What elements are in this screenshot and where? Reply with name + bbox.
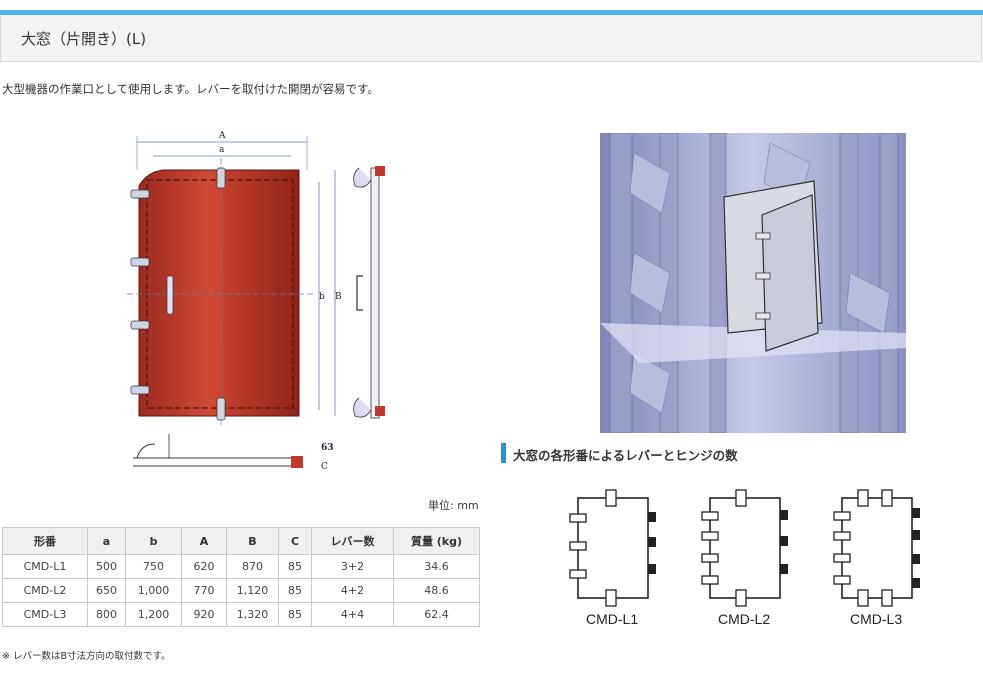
product-render-image: [600, 133, 906, 433]
cell: 870: [226, 554, 279, 579]
model-label-l3: CMD-L3: [850, 611, 902, 627]
cell-model: CMD-L3: [2, 602, 88, 627]
col-header: C: [278, 527, 312, 555]
cell: 770: [181, 578, 227, 603]
cell: 920: [181, 602, 227, 627]
cell-model: CMD-L1: [2, 554, 88, 579]
unit-label: 単位: mm: [428, 499, 479, 512]
col-header: レバー数: [311, 527, 394, 555]
model-label-l2: CMD-L2: [718, 611, 770, 627]
table-row: CMD-L2 650 1,000 770 1,120 85 4+2 48.6: [2, 578, 480, 603]
cell: 500: [87, 554, 126, 579]
cell: 48.6: [393, 578, 480, 603]
cell: 85: [278, 602, 312, 627]
cell: 3+2: [311, 554, 394, 579]
cell: 650: [87, 578, 126, 603]
spec-table: 形番 a b A B C レバー数 質量 (kg) CMD-L1 500 750…: [2, 527, 480, 627]
page-description: 大型機器の作業口として使用します。レバーを取付けた開閉が容易です。: [2, 82, 379, 96]
subsection-title: 大窓の各形番によるレバーとヒンジの数: [513, 448, 738, 463]
cell: 1,320: [226, 602, 279, 627]
cell: 62.4: [393, 602, 480, 627]
table-row: CMD-L1 500 750 620 870 85 3+2 34.6: [2, 554, 480, 579]
dim-63-label: 63: [321, 443, 334, 453]
cell: 800: [87, 602, 126, 627]
lever-hinge-diagram: CMD-L1 CMD-L2 CMD-L3: [569, 489, 920, 627]
dim-b-label: b: [319, 292, 325, 302]
model-label-l1: CMD-L1: [586, 611, 638, 627]
dim-A-label: A: [218, 131, 226, 141]
page-title-box: 大窓（片開き）(L): [0, 15, 982, 62]
col-header: 形番: [2, 527, 88, 555]
table-row: CMD-L3 800 1,200 920 1,320 85 4+4 62.4: [2, 602, 480, 627]
dim-C-label: C: [321, 462, 328, 472]
cell: 750: [125, 554, 182, 579]
cell: 1,120: [226, 578, 279, 603]
cell: 1,200: [125, 602, 182, 627]
cell: 85: [278, 578, 312, 603]
window-drawing: A a b B 63 C: [127, 131, 385, 472]
col-header: A: [181, 527, 227, 555]
top-accent-bar: [0, 10, 983, 15]
cell: 34.6: [393, 554, 480, 579]
cell: 4+4: [311, 602, 394, 627]
cell: 620: [181, 554, 227, 579]
cell: 1,000: [125, 578, 182, 603]
col-header: 質量 (kg): [393, 527, 480, 555]
col-header: B: [226, 527, 279, 555]
dim-B-label: B: [335, 292, 342, 302]
footnote: ※ レバー数はB寸法方向の取付数です。: [2, 651, 171, 662]
dim-a-label: a: [219, 145, 225, 155]
cell-model: CMD-L2: [2, 578, 88, 603]
table-header-row: 形番 a b A B C レバー数 質量 (kg): [2, 527, 480, 555]
subsection-accent-bar: [501, 443, 506, 463]
col-header: a: [87, 527, 126, 555]
cell: 4+2: [311, 578, 394, 603]
page-title: 大窓（片開き）(L): [21, 30, 147, 48]
col-header: b: [125, 527, 182, 555]
cell: 85: [278, 554, 312, 579]
